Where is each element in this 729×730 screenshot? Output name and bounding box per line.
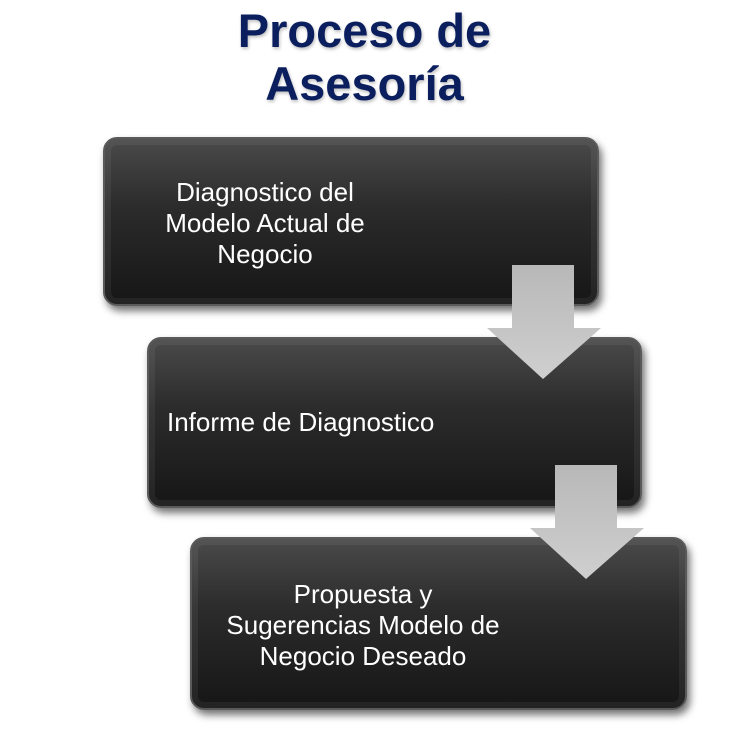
step-1-line-3: Negocio	[217, 239, 313, 269]
step-3-line-1: Propuesta y	[293, 579, 433, 609]
step-box-diagnostico: Diagnostico del Modelo Actual de Negocio	[103, 137, 599, 306]
down-arrow-icon	[530, 465, 644, 579]
step-2-text: Informe de Diagnostico	[167, 407, 435, 437]
title-line-1: Proceso de	[237, 4, 492, 57]
step-3-line-2: Sugerencias Modelo de	[226, 610, 500, 640]
down-arrow-icon	[487, 265, 601, 379]
step-1-line-1: Diagnostico del	[176, 177, 354, 207]
step-1-text: Diagnostico del Modelo Actual de Negocio	[145, 177, 385, 270]
step-3-text: Propuesta y Sugerencias Modelo de Negoci…	[202, 579, 524, 672]
step-3-line-3: Negocio Deseado	[259, 641, 467, 671]
title-line-2: Asesoría	[265, 57, 464, 110]
step-box-propuesta: Propuesta y Sugerencias Modelo de Negoci…	[190, 537, 687, 710]
step-1-line-2: Modelo Actual de	[165, 208, 365, 238]
diagram-title: Proceso de Asesoría	[0, 4, 729, 110]
